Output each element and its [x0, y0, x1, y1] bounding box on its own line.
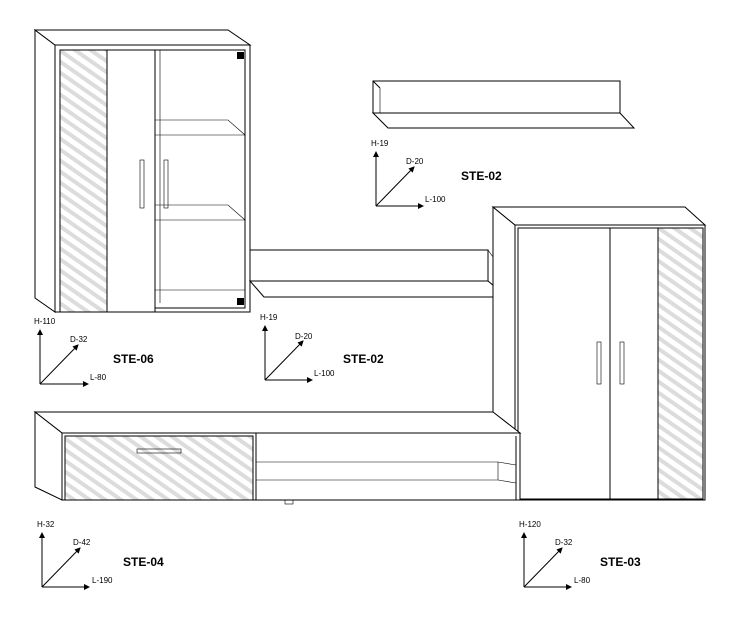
- unit-code: STE-04: [123, 555, 164, 569]
- drawer-front: [64, 435, 254, 501]
- cabinet-ste-03: [491, 205, 707, 501]
- depth-label: D-42: [73, 538, 91, 547]
- cabinet-door-right: [609, 227, 659, 500]
- tv-base-ste-04: [33, 410, 522, 505]
- depth-label: D-32: [70, 335, 88, 344]
- door-handle: [619, 341, 625, 385]
- cabinet-door-left: [517, 227, 611, 500]
- height-label: H-120: [519, 520, 541, 529]
- shelf-ste-02-top: [371, 80, 636, 129]
- glass-door-right: [154, 49, 246, 309]
- hinge-mark: [237, 298, 244, 305]
- cabinet-door-left: [106, 49, 156, 313]
- unit-code: STE-06: [113, 352, 154, 366]
- height-label: H-32: [37, 520, 55, 529]
- dimensions-ste-02-mid: H-19 D-20 L-100 STE-02: [260, 313, 384, 383]
- glass-panel-left: [59, 49, 108, 313]
- unit-code: STE-03: [600, 555, 641, 569]
- door-handle: [139, 159, 145, 209]
- length-label: L-80: [90, 373, 107, 382]
- height-label: H-19: [260, 313, 278, 322]
- drawer-handle: [136, 448, 182, 454]
- length-label: L-80: [574, 576, 591, 585]
- length-label: L-100: [314, 369, 335, 378]
- dimensions-ste-04: H-32 D-42 L-190 STE-04: [37, 520, 164, 590]
- hinge-mark: [237, 52, 244, 59]
- dimensions-ste-03: H-120 D-32 L-80 STE-03: [519, 520, 641, 590]
- depth-label: D-32: [555, 538, 573, 547]
- cabinet-foot: [284, 499, 294, 505]
- dimensions-ste-06: H-110 D-32 L-80 STE-06: [34, 317, 154, 387]
- shelf-ste-02-mid: [248, 249, 509, 298]
- unit-code: STE-02: [343, 352, 384, 366]
- depth-label: D-20: [295, 332, 313, 341]
- height-label: H-19: [371, 139, 389, 148]
- glass-panel-right: [657, 227, 704, 500]
- door-handle: [163, 159, 169, 209]
- door-handle: [596, 341, 602, 385]
- unit-code: STE-02: [461, 169, 502, 183]
- cabinet-ste-06: [33, 29, 252, 313]
- length-label: L-190: [92, 576, 113, 585]
- dimensions-ste-02-top: H-19 D-20 L-100 STE-02: [371, 139, 502, 209]
- depth-label: D-20: [406, 157, 424, 166]
- height-label: H-110: [34, 317, 56, 326]
- length-label: L-100: [425, 195, 446, 204]
